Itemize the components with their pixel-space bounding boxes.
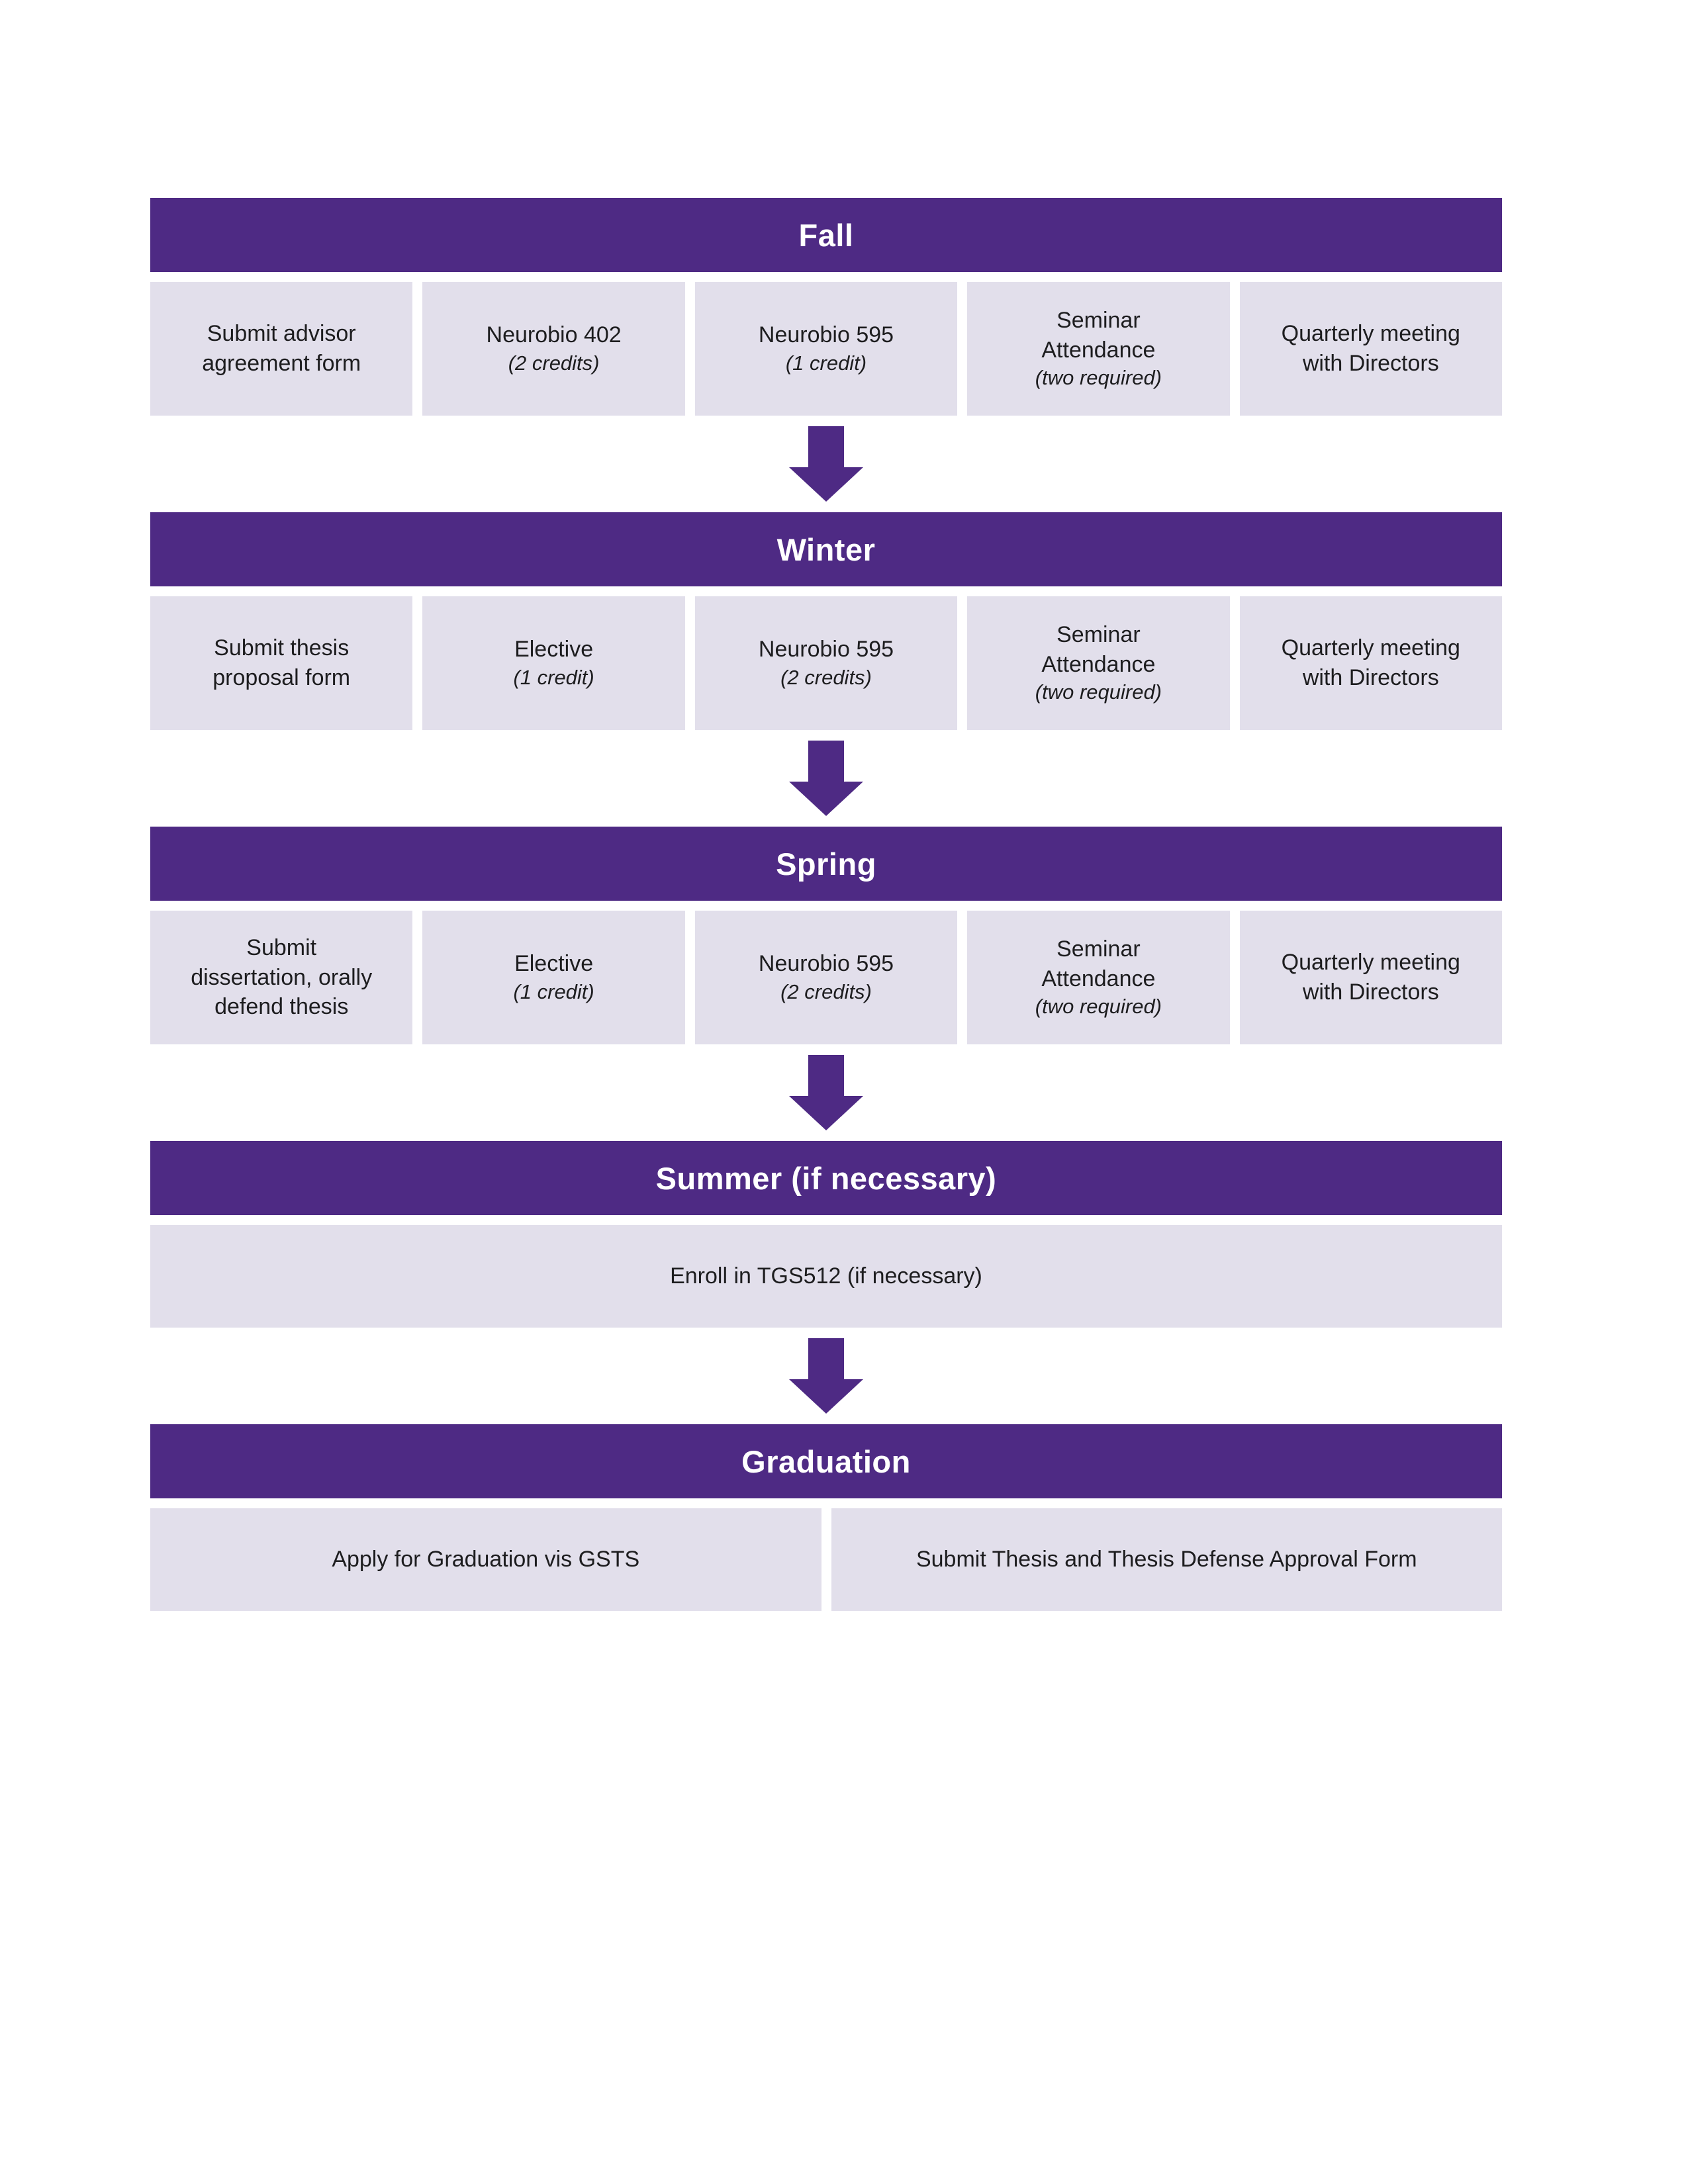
flow-cell: Quarterly meeting with Directors: [1239, 282, 1502, 416]
flow-cell: Submit advisor agreement form: [150, 282, 413, 416]
cell-line: dissertation, orally: [191, 964, 373, 990]
cell-note: (two required): [1035, 680, 1162, 704]
cell-line: Submit advisor: [207, 321, 356, 347]
cell-line: Quarterly meeting: [1281, 950, 1460, 976]
cell-note: (two required): [1035, 995, 1162, 1019]
section-summer: Summer (if necessary) Enroll in TGS512 (…: [150, 1141, 1502, 1328]
cell-line: Elective: [514, 951, 594, 977]
flow-cell: Neurobio 595 (2 credits): [694, 911, 958, 1044]
cell-line: with Directors: [1302, 979, 1439, 1005]
cell-line: Attendance: [1041, 651, 1156, 677]
flow-cell: Elective (1 credit): [422, 911, 685, 1044]
down-arrow-icon: [789, 1055, 863, 1130]
cell-line: Quarterly meeting: [1281, 321, 1460, 347]
flow-cell: Neurobio 595 (2 credits): [694, 596, 958, 730]
section-row-spring: Submit dissertation, orally defend thesi…: [150, 911, 1502, 1044]
down-arrow-icon: [789, 1338, 863, 1414]
section-header-summer: Summer (if necessary): [150, 1141, 1502, 1215]
cell-line: proposal form: [212, 665, 351, 690]
cell-line: with Directors: [1302, 351, 1439, 376]
section-row-summer: Enroll in TGS512 (if necessary): [150, 1225, 1502, 1328]
cell-note: (2 credits): [780, 665, 872, 689]
cell-line: Submit thesis: [214, 635, 350, 661]
cell-line: agreement form: [202, 351, 361, 376]
cell-line: Neurobio 595: [758, 637, 894, 662]
cell-note: (2 credits): [780, 979, 872, 1003]
cell-line: Elective: [514, 637, 594, 662]
flow-cell: Neurobio 402 (2 credits): [422, 282, 685, 416]
flow-cell: Seminar Attendance (two required): [967, 282, 1230, 416]
cell-line: Neurobio 402: [486, 322, 622, 348]
cell-note: (1 credit): [785, 351, 867, 375]
flow-cell: Apply for Graduation vis GSTS: [150, 1508, 821, 1611]
flow-cell: Quarterly meeting with Directors: [1239, 911, 1502, 1044]
section-row-winter: Submit thesis proposal form Elective (1 …: [150, 596, 1502, 730]
flow-cell: Submit thesis proposal form: [150, 596, 413, 730]
cell-line: Neurobio 595: [758, 951, 894, 977]
section-row-fall: Submit advisor agreement form Neurobio 4…: [150, 282, 1502, 416]
flow-cell: Elective (1 credit): [422, 596, 685, 730]
cell-line: Attendance: [1041, 337, 1156, 363]
cell-line: Attendance: [1041, 966, 1156, 991]
down-arrow-icon: [789, 741, 863, 816]
cell-line: Seminar: [1056, 621, 1141, 647]
down-arrow-icon: [789, 426, 863, 502]
cell-line: defend thesis: [214, 994, 349, 1020]
cell-line: with Directors: [1302, 665, 1439, 690]
cell-line: Submit Thesis and Thesis Defense Approva…: [915, 1547, 1417, 1572]
cell-line: Seminar: [1056, 307, 1141, 333]
flow-cell: Quarterly meeting with Directors: [1239, 596, 1502, 730]
flow-cell: Seminar Attendance (two required): [967, 911, 1230, 1044]
cell-line: Neurobio 595: [758, 322, 894, 348]
flow-cell: Submit dissertation, orally defend thesi…: [150, 911, 413, 1044]
program-flowchart: Fall Submit advisor agreement form Neuro…: [150, 198, 1502, 1611]
section-header-graduation: Graduation: [150, 1424, 1502, 1498]
section-header-winter: Winter: [150, 512, 1502, 586]
section-header-fall: Fall: [150, 198, 1502, 272]
flow-cell: Seminar Attendance (two required): [967, 596, 1230, 730]
section-spring: Spring Submit dissertation, orally defen…: [150, 827, 1502, 1044]
cell-line: Seminar: [1056, 936, 1141, 962]
flow-cell: Enroll in TGS512 (if necessary): [150, 1225, 1502, 1328]
section-winter: Winter Submit thesis proposal form Elect…: [150, 512, 1502, 730]
cell-note: (1 credit): [513, 665, 594, 689]
section-header-spring: Spring: [150, 827, 1502, 901]
flow-cell: Submit Thesis and Thesis Defense Approva…: [831, 1508, 1502, 1611]
cell-line: Quarterly meeting: [1281, 635, 1460, 661]
section-row-graduation: Apply for Graduation vis GSTS Submit The…: [150, 1508, 1502, 1611]
cell-line: Enroll in TGS512 (if necessary): [670, 1263, 982, 1289]
cell-note: (2 credits): [508, 351, 600, 375]
cell-note: (two required): [1035, 366, 1162, 390]
section-graduation: Graduation Apply for Graduation vis GSTS…: [150, 1424, 1502, 1611]
cell-line: Submit: [246, 934, 317, 960]
flow-cell: Neurobio 595 (1 credit): [694, 282, 958, 416]
cell-line: Apply for Graduation vis GSTS: [332, 1547, 640, 1572]
cell-note: (1 credit): [513, 979, 594, 1003]
section-fall: Fall Submit advisor agreement form Neuro…: [150, 198, 1502, 416]
